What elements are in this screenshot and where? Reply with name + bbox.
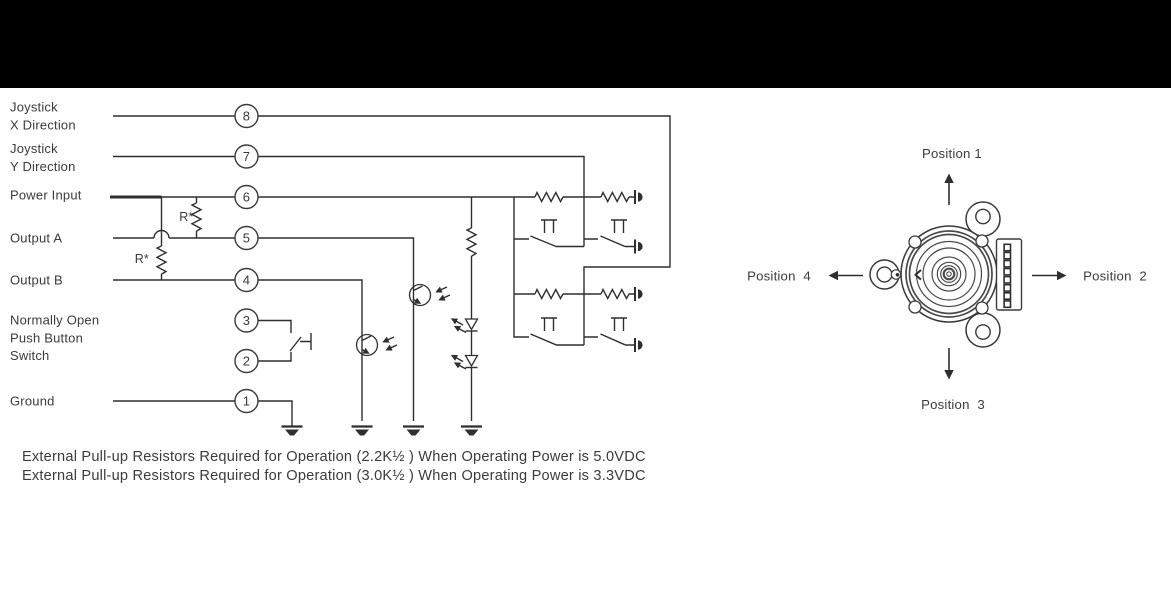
phototransistor-a-emitter bbox=[413, 297, 422, 304]
contact-pads bbox=[634, 190, 643, 352]
phototransistor-a-light-arrow-2 bbox=[438, 294, 451, 301]
label-switch-1: Normally Open bbox=[10, 313, 99, 328]
ear-holes bbox=[876, 208, 991, 340]
phototransistor-b bbox=[355, 333, 398, 357]
top-black-bar bbox=[0, 0, 1171, 88]
pin-number-7: 7 bbox=[243, 149, 250, 164]
led-2 bbox=[450, 354, 479, 370]
phototransistor-b-circle bbox=[355, 333, 379, 357]
pin-circle-1 bbox=[234, 388, 259, 414]
label-output-b: Output B bbox=[10, 273, 63, 288]
label-switch-3: Switch bbox=[10, 348, 50, 363]
wiring-schematic: R* R* 8 7 6 5 4 3 2 1 Joystick X Directi… bbox=[10, 100, 671, 484]
phototransistor-a-collector bbox=[413, 285, 423, 292]
mini-switch-actuators bbox=[541, 219, 627, 331]
ground-wedge-2 bbox=[355, 429, 369, 436]
position-label-3: Position 3 bbox=[921, 397, 985, 412]
note-line-2: External Pull-up Resistors Required for … bbox=[22, 468, 646, 484]
pin-number-5: 5 bbox=[243, 231, 250, 246]
phototransistor-b-collector bbox=[361, 335, 372, 342]
connector-pins bbox=[1003, 243, 1012, 309]
row-labels: Joystick X Direction Joystick Y Directio… bbox=[10, 100, 99, 409]
pin-circle-5 bbox=[234, 225, 259, 251]
pin-number-3: 3 bbox=[243, 313, 250, 328]
screw-dot bbox=[895, 273, 900, 277]
ground-symbols bbox=[281, 425, 482, 436]
led-1-emission-arrow-2 bbox=[453, 325, 467, 334]
connector-pin-4 bbox=[1003, 267, 1012, 276]
led-1-triangle bbox=[464, 318, 479, 331]
pullup-resistor-b bbox=[155, 245, 168, 275]
label-ground: Ground bbox=[10, 394, 55, 409]
phototransistor-a-circle bbox=[408, 283, 432, 307]
note-line-1: External Pull-up Resistors Required for … bbox=[22, 449, 646, 465]
label-joystick-y-2: Y Direction bbox=[10, 159, 76, 174]
array-resistor-1 bbox=[534, 190, 564, 204]
joystick-hub bbox=[942, 267, 956, 281]
position-label-2: Position 2 bbox=[1083, 269, 1147, 284]
led-2-emission-arrow-1 bbox=[450, 354, 464, 363]
label-power-input: Power Input bbox=[10, 188, 82, 203]
phototransistor-a-light-arrow-1 bbox=[435, 286, 448, 293]
phototransistor-b-emitter bbox=[361, 347, 370, 354]
pin-circles: 8 7 6 5 4 3 2 1 bbox=[234, 103, 259, 414]
connector-pin-3 bbox=[1003, 259, 1012, 268]
joystick-top-view bbox=[869, 201, 1023, 348]
phototransistor-a bbox=[408, 283, 451, 307]
ground-wedge-1 bbox=[285, 429, 299, 436]
connector-pin-2 bbox=[1003, 251, 1012, 260]
pin-circle-7 bbox=[234, 144, 259, 169]
mini-switch-blades bbox=[530, 235, 626, 346]
connector-pin-8 bbox=[1003, 300, 1012, 309]
pad-bumps bbox=[638, 192, 643, 350]
position-diagram: Position 1 Position 2 Position 3 Positio… bbox=[747, 146, 1147, 412]
phototransistor-b-light-arrow-1 bbox=[382, 336, 395, 343]
label-output-a: Output A bbox=[10, 231, 62, 246]
label-joystick-x-1: Joystick bbox=[10, 100, 58, 115]
connector-pin-1 bbox=[1003, 243, 1012, 252]
pushbutton-blade bbox=[289, 336, 302, 352]
led-2-emission-arrow-2 bbox=[453, 362, 467, 370]
pushbutton-symbol bbox=[289, 333, 312, 352]
pin-number-1: 1 bbox=[243, 394, 250, 409]
pin-number-4: 4 bbox=[243, 273, 250, 288]
wire-hop-arc bbox=[153, 229, 170, 239]
connector-pin-7 bbox=[1003, 291, 1012, 300]
schematic-wires bbox=[113, 115, 671, 427]
pin-circle-6 bbox=[234, 184, 259, 210]
switch-array bbox=[530, 219, 627, 346]
pin-circle-2 bbox=[234, 348, 259, 374]
array-resistor-2 bbox=[600, 190, 630, 204]
flange-holes bbox=[908, 234, 989, 315]
array-resistor-4 bbox=[600, 287, 630, 301]
led-series-resistor bbox=[465, 227, 478, 257]
pullup-resistor-a bbox=[190, 202, 203, 232]
led-1-emission-arrow-1 bbox=[450, 318, 464, 326]
label-joystick-y-1: Joystick bbox=[10, 141, 58, 156]
pin-circle-3 bbox=[234, 308, 259, 333]
label-joystick-x-2: X Direction bbox=[10, 118, 76, 133]
pullup-resistor-label-a: R* bbox=[179, 210, 193, 224]
connector-pin-5 bbox=[1003, 275, 1012, 284]
pushbutton-plunger bbox=[300, 333, 312, 350]
ground-wedge-3 bbox=[406, 429, 421, 436]
connector-pin-6 bbox=[1003, 283, 1012, 292]
pin-circle-8 bbox=[234, 103, 259, 129]
pullup-resistor-label-b: R* bbox=[135, 252, 149, 266]
array-resistor-3 bbox=[534, 287, 564, 301]
position-label-4: Position 4 bbox=[747, 269, 811, 284]
pin-circle-4 bbox=[234, 267, 259, 293]
position-label-1: Position 1 bbox=[922, 146, 982, 161]
resistors bbox=[155, 190, 630, 301]
pin-number-6: 6 bbox=[243, 190, 250, 205]
label-switch-2: Push Button bbox=[10, 331, 83, 346]
pin-number-2: 2 bbox=[243, 354, 250, 369]
pin-number-8: 8 bbox=[243, 109, 250, 124]
led-2-triangle bbox=[464, 354, 479, 368]
ground-wedge-4 bbox=[464, 429, 479, 436]
index-chevron-icon bbox=[913, 269, 922, 281]
phototransistor-b-light-arrow-2 bbox=[385, 344, 398, 351]
led-1 bbox=[450, 318, 479, 334]
